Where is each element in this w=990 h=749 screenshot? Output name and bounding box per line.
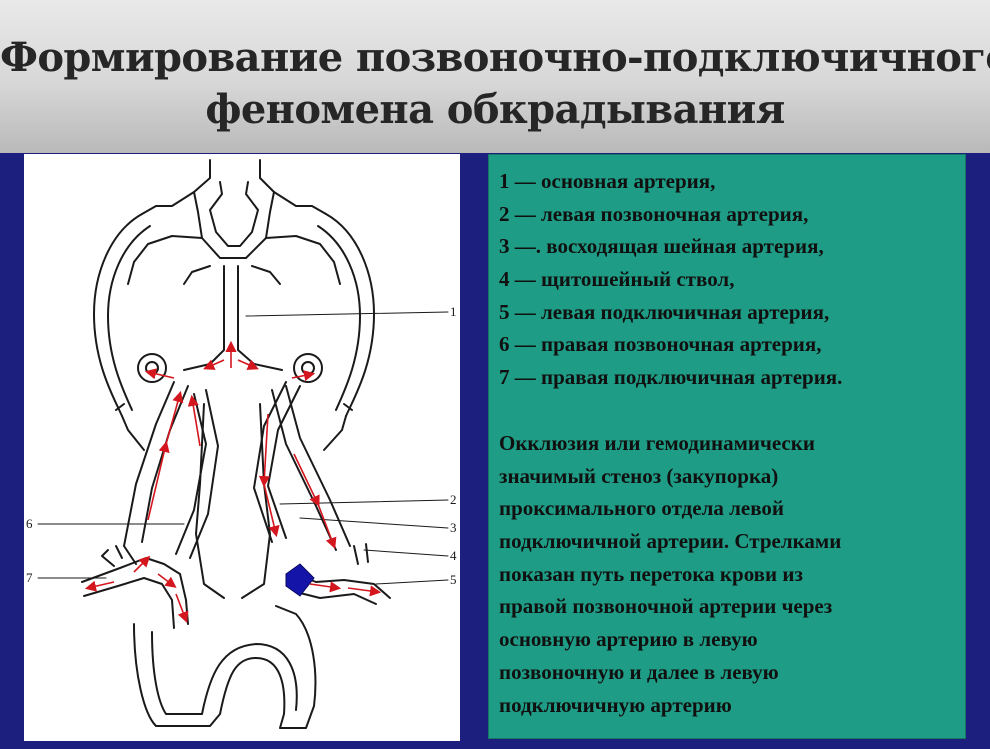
page-title-line-1: Формирование позвоночно-подключичного [0, 34, 990, 81]
diagram-label-3: 3 [450, 520, 457, 535]
basilar-artery-right-wall [238, 266, 282, 370]
description-line: позвоночную и далее в левую [499, 656, 965, 689]
willis-circle-inner [210, 182, 258, 246]
diagram-label-2: 2 [450, 492, 457, 507]
mca-right-inner [318, 226, 360, 410]
basilar-artery-left-wall [184, 266, 224, 370]
diagram-label-5: 5 [450, 572, 457, 587]
posterior-cerebral-left [184, 266, 210, 284]
pointer-line-1 [246, 312, 448, 316]
posterior-cerebral-right [252, 266, 280, 284]
diagram-label-4: 4 [450, 548, 457, 563]
aortic-arch-inner [152, 632, 297, 714]
ica-left-loop [128, 236, 202, 284]
pointer-line-2 [280, 500, 448, 504]
legend-description: Окклюзия или гемодинамически значимый ст… [499, 427, 965, 721]
pointer-line-5 [376, 580, 448, 584]
description-line: правой позвоночной артерии через [499, 590, 965, 623]
flow-arrow [166, 394, 180, 444]
diagram-label-6: 6 [26, 516, 33, 531]
description-line: подключичную артерию [499, 689, 965, 722]
flow-arrow [88, 582, 114, 588]
diagram-label-1: 1 [450, 304, 457, 319]
right-subclavian [82, 558, 188, 628]
description-line: подключичной артерии. Стрелками [499, 525, 965, 558]
right-vertebral-artery [124, 382, 188, 564]
anterior-cerebral-left [142, 192, 194, 214]
left-thyrocervical [354, 544, 368, 564]
mca-left-inner [108, 226, 150, 410]
legend-item: 5 — левая подключичная артерия, [499, 296, 842, 329]
willis-circle-outline [194, 160, 274, 258]
flow-arrow [310, 584, 338, 588]
description-line: показан путь перетока крови из [499, 558, 965, 591]
page-title-line-2: феномена обкрадывания [0, 86, 990, 133]
flow-arrow [348, 588, 378, 592]
artery-diagram-panel: 1 2 3 4 5 6 7 [24, 154, 460, 741]
description-line: Окклюзия или гемодинамически [499, 427, 965, 460]
description-line: значимый стеноз (закупорка) [499, 460, 965, 493]
flow-arrow [148, 372, 174, 378]
mca-right [326, 214, 374, 416]
legend-item: 3 —. восходящая шейная артерия, [499, 230, 842, 263]
ica-right-loop [266, 236, 340, 284]
mca-left [94, 214, 142, 416]
central-trunk-right [242, 404, 270, 598]
flow-arrow [148, 444, 166, 520]
pointer-line-4 [364, 550, 448, 556]
artery-diagram: 1 2 3 4 5 6 7 [24, 154, 460, 741]
legend-item: 6 — правая позвоночная артерия, [499, 328, 842, 361]
pointer-line-3 [300, 518, 448, 528]
legend-item: 7 — правая подключичная артерия. [499, 361, 842, 394]
description-line: проксимального отдела левой [499, 492, 965, 525]
legend-item: 1 — основная артерия, [499, 165, 842, 198]
anterior-cerebral-right [274, 192, 326, 214]
left-vertebral-branch [272, 386, 350, 550]
right-thyrocervical [102, 546, 122, 566]
flow-arrow [318, 504, 334, 546]
title-bar: Формирование позвоночно-подключичного фе… [0, 0, 990, 153]
diagram-label-7: 7 [26, 570, 33, 585]
description-line: основную артерию в левую [499, 623, 965, 656]
legend-panel: 1 — основная артерия, 2 — левая позвоноч… [488, 154, 966, 739]
legend-item: 2 — левая позвоночная артерия, [499, 198, 842, 231]
flow-arrows [88, 344, 378, 620]
legend-list: 1 — основная артерия, 2 — левая позвоноч… [499, 165, 842, 394]
occlusion-marker [286, 564, 314, 596]
flow-arrow [294, 454, 318, 504]
legend-item: 4 — щитошейный ствол, [499, 263, 842, 296]
aortic-arch [134, 606, 315, 728]
